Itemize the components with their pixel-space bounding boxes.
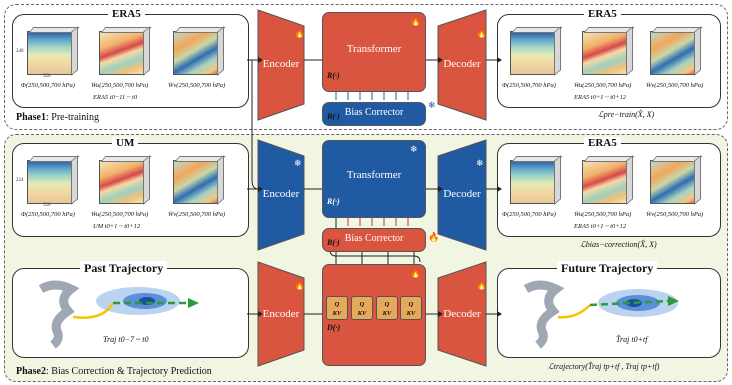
future-trajectory-caption: T̂raj t0+tf [616,335,648,344]
snowflake-icon: ❄ [294,158,302,168]
caption-phi: Φ(250,500,700 hPa) [502,211,556,218]
v-wind-map [650,160,696,204]
fire-icon: 🔥 [410,16,422,26]
u-wind-map [99,160,145,204]
fire-icon: 🔥 [476,28,488,38]
caption-wv: W̄v(250,500,700 hPa) [168,82,226,89]
snowflake-icon: ❄ [476,158,484,168]
snowflake-icon: ❄ [428,100,436,110]
input-subcaption: UM t0+1 ~ t0+12 [93,223,141,230]
v-wind-map [173,160,219,204]
phase1-region [4,4,728,130]
future-cyclone-graphic [523,280,679,349]
decoder-1-shape [437,9,487,121]
future-trajectory-title: Future Trajectory [557,261,658,276]
encoder-2: Encoder [262,188,300,200]
era5-output-panel: Φ(250,500,700 hPa) W̄u(250,500,700 hPa) … [497,14,721,108]
transformer-2-fn: R(·) [327,197,340,206]
encoder-1: Encoder [262,58,300,70]
axis-left-label: 240 [16,49,24,54]
geopotential-map [510,31,556,75]
encoder-2-shape [257,139,305,251]
past-cyclone-graphic [38,280,199,349]
fire-icon: 🔥 [410,268,422,278]
output-subcaption: ERA5 t0+1 ~ t0+12 [574,94,627,101]
um-input-panel: 224 320 Φ(250,500,700 hPa) W̄u(250,500,7… [12,143,249,237]
snowflake-icon: ❄ [410,144,418,154]
um-input-title: UM [112,137,139,149]
u-wind-map [99,31,145,75]
caption-wv: W̄v(250,500,700 hPa) [646,82,704,89]
input-subcaption: ERA5 t0−11 ~ t0 [93,94,138,101]
bias-corrector-1-fn: B(·) [327,112,340,121]
caption-phi: Φ(250,500,700 hPa) [502,82,556,89]
encoder-3: Encoder [262,308,300,320]
era5-target-panel: Φ(250,500,700 hPa) W̄u(250,500,700 hPa) … [497,143,721,237]
past-trajectory-panel: Traj t0−7 ~ t0 [12,268,249,358]
caption-phi: Φ(250,500,700 hPa) [21,211,75,218]
transformer-2: Transformer R(·) [322,140,426,218]
bias-corrector-2-fn: B(·) [327,238,340,247]
past-trajectory-title: Past Trajectory [80,261,168,276]
pretrain-loss: ℒpre−train(X̂, X) [598,110,655,119]
era5-target-title: ERA5 [584,137,621,149]
fire-icon: 🔥 [428,232,440,242]
caption-wu: W̄u(250,500,700 hPa) [91,82,149,89]
decoder-3-shape [437,261,487,367]
transformer-2-label: Transformer [346,169,402,181]
past-trajectory-caption: Traj t0−7 ~ t0 [103,335,149,344]
era5-output-title: ERA5 [584,8,621,20]
geopotential-map [27,160,73,204]
encoder-1-shape [257,9,305,121]
caption-wv: W̄v(250,500,700 hPa) [168,211,226,218]
bias-corrector-2: Bias Corrector B(·) [322,228,426,252]
phase2-label: Phase2: Bias Correction & Trajectory Pre… [16,366,212,377]
fire-icon: 🔥 [294,28,306,38]
v-wind-map [173,31,219,75]
geopotential-map [27,31,73,75]
caption-phi: Φ(250,500,700 hPa) [21,82,75,89]
decoder-3: Decoder [443,308,481,320]
bias-correction-loss: ℒbias−correction(X̂, X) [580,240,657,249]
caption-wv: W̄v(250,500,700 hPa) [646,211,704,218]
transformer-1-fn: R(·) [327,71,340,80]
axis-left-label: 224 [16,178,24,183]
era5-input-title: ERA5 [108,8,145,20]
decoder-1: Decoder [443,58,481,70]
bias-corrector-1: Bias Corrector B(·) [322,102,426,126]
axis-bottom-label: 320 [43,74,51,79]
trajectory-loss: ℒtrajectory(T̂raj tp+tf , Traj tp+tf) [548,362,660,371]
geopotential-map [510,160,556,204]
u-wind-map [582,31,628,75]
caption-wu: W̄u(250,500,700 hPa) [91,211,149,218]
era5-input-panel: 240 320 Φ(250,500,700 hPa) W̄u(250,500,7… [12,14,249,108]
v-wind-map [650,31,696,75]
fire-icon: 🔥 [294,280,306,290]
output-subcaption: ERA5 t0+1 ~ t0+12 [574,223,627,230]
decoder-2: Decoder [443,188,481,200]
phase1-label: Phase1: Pre-training [16,112,100,123]
fire-icon: 🔥 [476,280,488,290]
d-fn: D(·) [327,323,341,332]
caption-wu: W̄u(250,500,700 hPa) [574,211,632,218]
bias-corrector-1-label: Bias Corrector [344,107,404,118]
transformer-1-label: Transformer [346,43,402,55]
encoder-3-shape [257,261,305,367]
future-trajectory-panel: T̂raj t0+tf [497,268,721,358]
axis-bottom-label: 320 [43,203,51,208]
u-wind-map [582,160,628,204]
transformer-1: Transformer R(·) [322,12,426,92]
caption-wu: W̄u(250,500,700 hPa) [574,82,632,89]
bias-corrector-2-label: Bias Corrector [344,233,404,244]
decoder-2-shape [437,139,487,251]
